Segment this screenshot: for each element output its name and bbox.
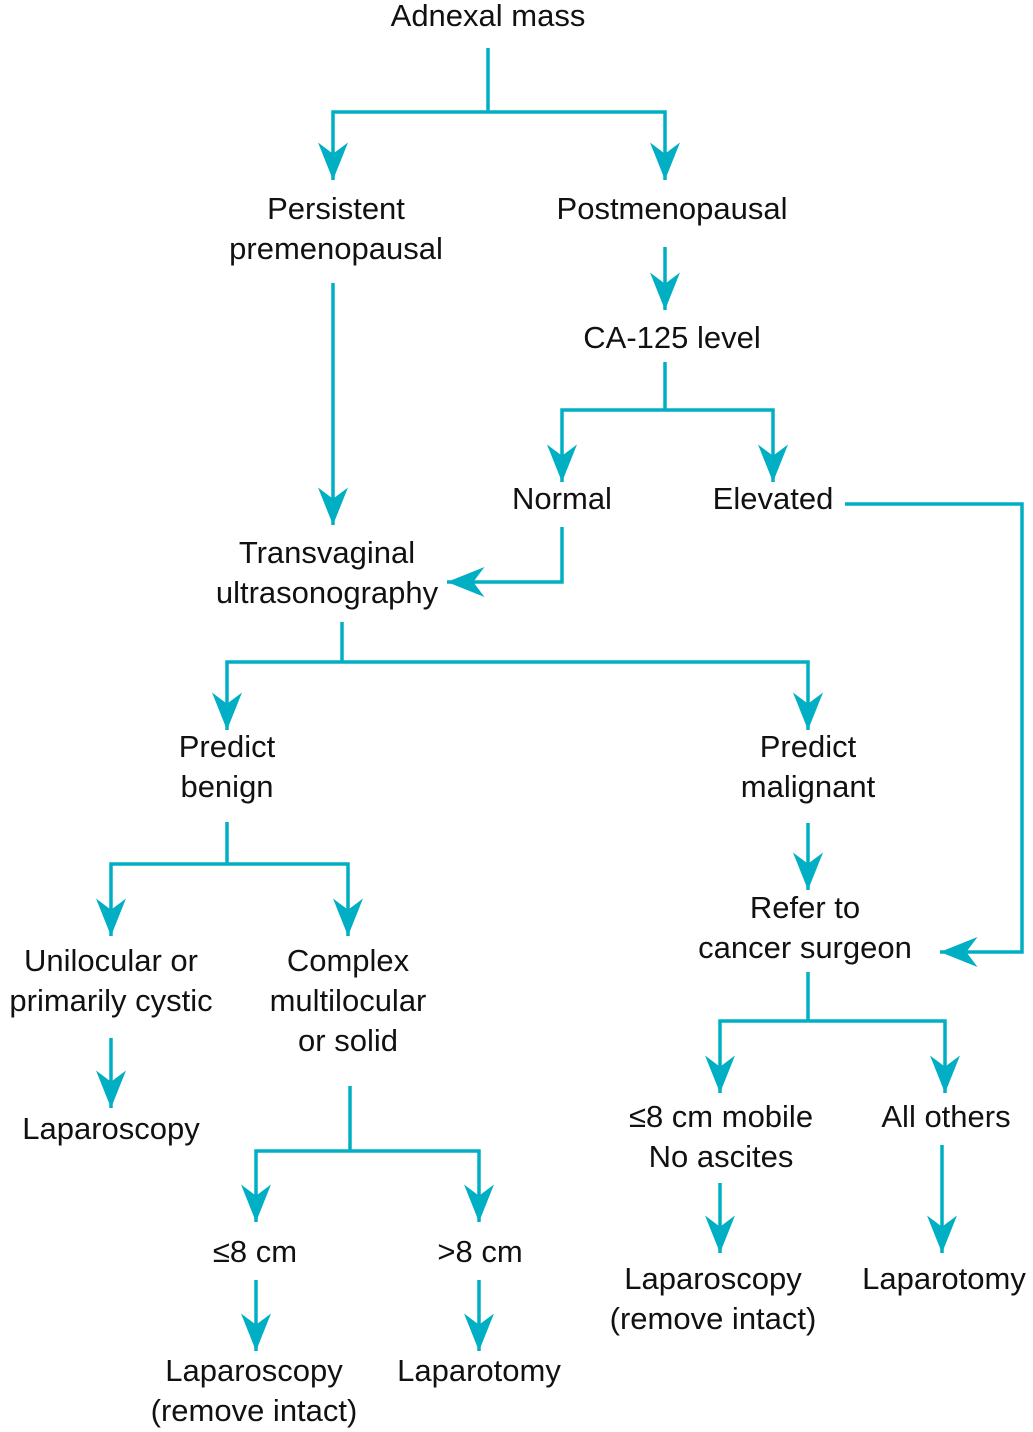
node-label: Unilocular or <box>24 943 198 978</box>
node-label: (remove intact) <box>151 1393 358 1428</box>
node-label: ≤8 cm mobile <box>629 1099 813 1134</box>
node-label: ultrasonography <box>216 575 439 610</box>
node-mobile-no-ascites: ≤8 cm mobile No ascites <box>629 1099 813 1174</box>
node-complex: Complex multilocular or solid <box>270 943 427 1058</box>
node-predict-malignant: Predict malignant <box>741 729 876 804</box>
node-label: Postmenopausal <box>557 191 788 226</box>
node-label: Adnexal mass <box>391 0 586 33</box>
node-gt8cm: >8 cm <box>437 1234 522 1269</box>
node-laparoscopy-mobile: Laparoscopy (remove intact) <box>610 1261 817 1336</box>
connectors <box>96 48 1024 1351</box>
arrow-to-le8 <box>241 1149 350 1222</box>
node-label: Elevated <box>713 481 834 516</box>
node-predict-benign: Predict benign <box>179 729 276 804</box>
arrow-to-all-others <box>808 1019 960 1093</box>
node-all-others: All others <box>881 1099 1010 1134</box>
arrow-elevated-to-refer <box>845 502 1024 967</box>
node-adnexal-mass: Adnexal mass <box>391 0 586 33</box>
node-label: Laparoscopy <box>165 1353 343 1388</box>
node-le8cm: ≤8 cm <box>213 1234 297 1269</box>
node-label: or solid <box>298 1023 398 1058</box>
arrow-normal-to-tvus <box>447 527 564 597</box>
node-label: cancer surgeon <box>698 930 912 965</box>
node-label: ≤8 cm <box>213 1234 297 1269</box>
node-postmenopausal: Postmenopausal <box>557 191 788 226</box>
arrow-to-postmenopausal <box>488 110 680 180</box>
node-label: All others <box>881 1099 1010 1134</box>
node-label: Laparotomy <box>397 1353 561 1388</box>
node-label: (remove intact) <box>610 1301 817 1336</box>
arrow-to-elevated <box>665 408 788 482</box>
node-label: Predict <box>179 729 276 764</box>
arrow-to-premenopausal <box>318 110 488 180</box>
node-label: Refer to <box>750 890 860 925</box>
node-label: Laparotomy <box>862 1261 1026 1296</box>
arrow-to-normal <box>547 408 665 482</box>
arrow-to-complex <box>227 862 363 936</box>
node-label: Laparoscopy <box>22 1111 200 1146</box>
node-laparoscopy-cystic: Laparoscopy <box>22 1111 200 1146</box>
node-normal: Normal <box>512 481 612 516</box>
node-label: >8 cm <box>437 1234 522 1269</box>
node-ca125-level: CA-125 level <box>583 320 760 355</box>
node-label: CA-125 level <box>583 320 760 355</box>
arrow-to-gt8 <box>350 1149 494 1222</box>
node-label: primarily cystic <box>9 983 212 1018</box>
node-label: malignant <box>741 769 876 804</box>
node-laparoscopy-le8: Laparoscopy (remove intact) <box>151 1353 358 1428</box>
node-unilocular: Unilocular or primarily cystic <box>9 943 212 1018</box>
node-label: Predict <box>760 729 857 764</box>
node-laparotomy-others: Laparotomy <box>862 1261 1026 1296</box>
node-label: Complex <box>287 943 410 978</box>
node-label: benign <box>180 769 273 804</box>
arrow-to-unilocular <box>96 862 227 936</box>
node-elevated: Elevated <box>713 481 834 516</box>
node-label: premenopausal <box>229 231 443 266</box>
node-laparotomy-gt8: Laparotomy <box>397 1353 561 1388</box>
node-transvaginal-ultrasonography: Transvaginal ultrasonography <box>216 535 439 610</box>
arrow-to-benign <box>212 660 342 730</box>
node-label: Persistent <box>267 191 405 226</box>
node-label: Transvaginal <box>239 535 415 570</box>
arrow-to-mobile <box>705 1019 808 1093</box>
node-label: multilocular <box>270 983 427 1018</box>
node-persistent-premenopausal: Persistent premenopausal <box>229 191 443 266</box>
arrow-to-malignant <box>342 660 823 730</box>
node-label: Laparoscopy <box>624 1261 802 1296</box>
node-label: No ascites <box>649 1139 794 1174</box>
node-label: Normal <box>512 481 612 516</box>
node-refer-to-cancer-surgeon: Refer to cancer surgeon <box>698 890 912 965</box>
